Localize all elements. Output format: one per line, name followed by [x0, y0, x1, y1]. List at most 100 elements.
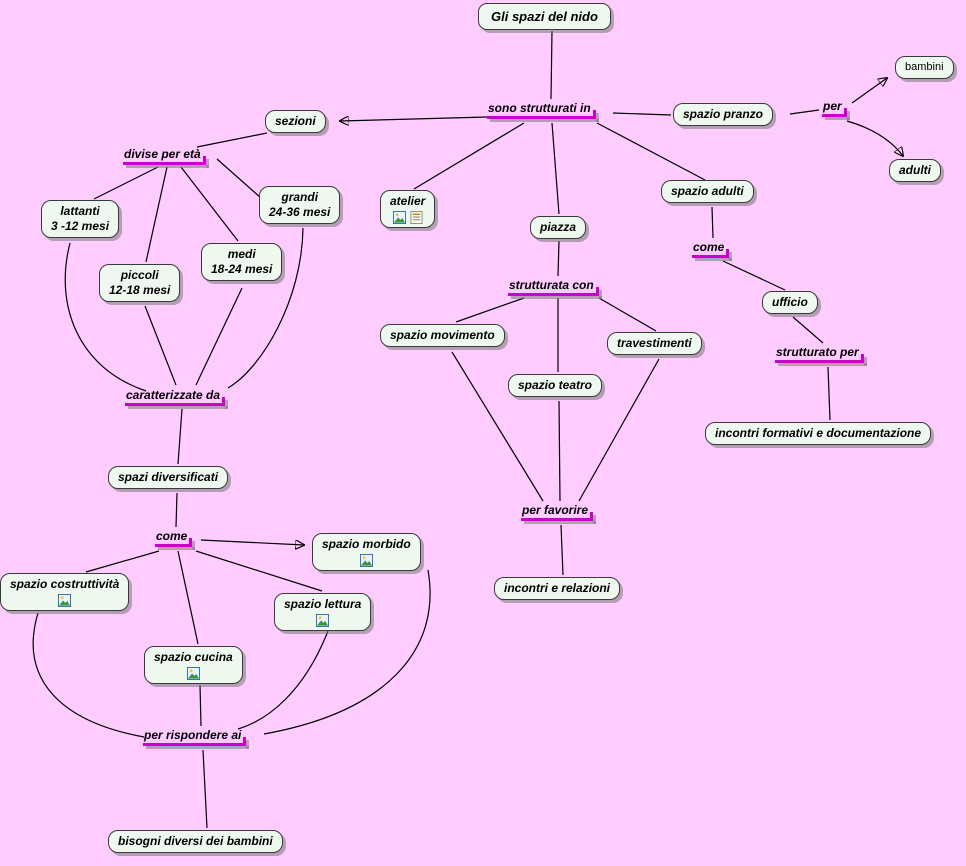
connector	[180, 166, 239, 242]
concept-label: spazio cucina	[154, 650, 233, 664]
concept-gli-spazi-del-nido[interactable]: Gli spazi del nido	[478, 3, 611, 30]
concept-label: bisogni diversi dei bambini	[118, 834, 273, 848]
concept-travestimenti[interactable]: travestimenti	[607, 332, 702, 355]
link-divise-per-eta[interactable]: divise per età	[123, 147, 206, 165]
connector	[722, 260, 786, 291]
concept-label: sezioni	[275, 114, 316, 128]
connector	[85, 550, 160, 573]
document-icon[interactable]	[410, 211, 423, 224]
concept-spazio-movimento[interactable]: spazio movimento	[380, 324, 505, 347]
concept-label: spazio morbido	[322, 537, 411, 551]
link-caratterizzate-da[interactable]: caratterizzate da	[125, 388, 226, 406]
concept-atelier[interactable]: atelier	[380, 190, 436, 228]
concept-label: spazio teatro	[518, 378, 593, 392]
concept-label: incontri e relazioni	[504, 581, 611, 595]
resource-icons	[58, 594, 72, 607]
concept-bisogni-diversi-dei-bambini[interactable]: bisogni diversi dei bambini	[108, 830, 283, 853]
concept-label: spazio costruttività	[10, 577, 120, 591]
concept-spazio-lettura[interactable]: spazio lettura	[274, 593, 372, 631]
concept-label: adulti	[899, 163, 931, 177]
concept-spazio-costruttivita[interactable]: spazio costruttività	[0, 573, 130, 611]
connector	[340, 117, 488, 121]
concept-incontri-formativi-e-documentazione[interactable]: incontri formativi e documentazione	[705, 422, 932, 445]
link-strutturata-con[interactable]: strutturata con	[508, 278, 599, 296]
image-icon[interactable]	[359, 554, 373, 567]
connector	[596, 122, 706, 181]
connector	[93, 166, 159, 200]
image-icon[interactable]	[316, 614, 330, 627]
concept-label: spazio pranzo	[683, 107, 764, 121]
link-label: come	[693, 240, 725, 254]
link-sono-strutturati-in[interactable]: sono strutturati in	[487, 101, 596, 119]
connector	[216, 158, 262, 199]
concept-grandi[interactable]: grandi 24-36 mesi	[259, 186, 341, 224]
concept-adulti[interactable]: adulti	[889, 159, 941, 182]
concept-label: Gli spazi del nido	[491, 9, 598, 24]
connector	[144, 305, 177, 386]
connector	[177, 550, 199, 645]
link-strutturato-per[interactable]: strutturato per	[775, 345, 864, 363]
resource-icons	[316, 614, 330, 627]
concept-label: spazi diversificati	[118, 470, 219, 484]
connector	[550, 30, 553, 100]
link-come-sezioni[interactable]: come	[155, 529, 193, 547]
link-label: sono strutturati in	[488, 101, 591, 115]
resource-icons	[186, 667, 200, 680]
connector	[792, 316, 824, 344]
connector	[175, 492, 178, 528]
connector	[827, 366, 831, 421]
connector	[199, 684, 202, 727]
link-label: come	[156, 529, 188, 543]
connector	[578, 358, 660, 502]
image-icon[interactable]	[58, 594, 72, 607]
link-come-adulti[interactable]: come	[692, 240, 730, 258]
connector	[789, 109, 820, 115]
image-icon[interactable]	[186, 667, 200, 680]
concept-spazio-morbido[interactable]: spazio morbido	[312, 533, 421, 571]
connector	[711, 206, 714, 239]
link-per[interactable]: per	[822, 99, 847, 117]
connector	[196, 132, 268, 148]
concept-spazio-pranzo[interactable]: spazio pranzo	[673, 103, 774, 126]
connector	[451, 351, 544, 502]
concept-piazza[interactable]: piazza	[530, 216, 587, 239]
concept-incontri-e-relazioni[interactable]: incontri e relazioni	[494, 577, 621, 600]
concept-spazi-diversificati[interactable]: spazi diversificati	[108, 466, 229, 489]
concept-label: bambini	[905, 61, 944, 73]
concept-label: atelier	[390, 194, 426, 208]
connector	[64, 242, 147, 392]
link-label: strutturata con	[509, 278, 594, 292]
connector	[558, 400, 561, 502]
connector	[846, 120, 903, 156]
connector	[851, 78, 887, 104]
concept-label: lattanti 3 -12 mesi	[51, 204, 110, 233]
concept-label: piccoli 12-18 mesi	[109, 268, 171, 297]
link-label: divise per età	[124, 147, 201, 161]
link-label: per	[823, 99, 842, 113]
concept-label: grandi 24-36 mesi	[269, 190, 331, 219]
connector	[177, 408, 183, 465]
image-icon[interactable]	[392, 211, 406, 224]
concept-ufficio[interactable]: ufficio	[762, 291, 818, 314]
concept-bambini[interactable]: bambini	[895, 56, 954, 79]
concept-medi[interactable]: medi 18-24 mesi	[201, 243, 283, 281]
connector	[455, 297, 525, 323]
concept-label: spazio adulti	[671, 184, 744, 198]
concept-label: ufficio	[772, 295, 808, 309]
connector	[202, 749, 208, 829]
concept-sezioni[interactable]: sezioni	[265, 110, 326, 133]
concept-lattanti[interactable]: lattanti 3 -12 mesi	[41, 200, 120, 238]
concept-label: piazza	[540, 220, 577, 234]
link-per-favorire[interactable]: per favorire	[521, 503, 594, 521]
connector	[612, 112, 672, 116]
concept-label: travestimenti	[617, 336, 692, 350]
concept-piccoli[interactable]: piccoli 12-18 mesi	[99, 264, 181, 302]
connector	[145, 166, 168, 263]
concept-spazio-adulti[interactable]: spazio adulti	[661, 180, 754, 203]
link-per-rispondere-ai[interactable]: per rispondere ai	[143, 728, 247, 746]
concept-label: spazio movimento	[390, 328, 495, 342]
concept-spazio-cucina[interactable]: spazio cucina	[144, 646, 243, 684]
concept-label: incontri formativi e documentazione	[715, 426, 922, 440]
concept-spazio-teatro[interactable]: spazio teatro	[508, 374, 603, 397]
